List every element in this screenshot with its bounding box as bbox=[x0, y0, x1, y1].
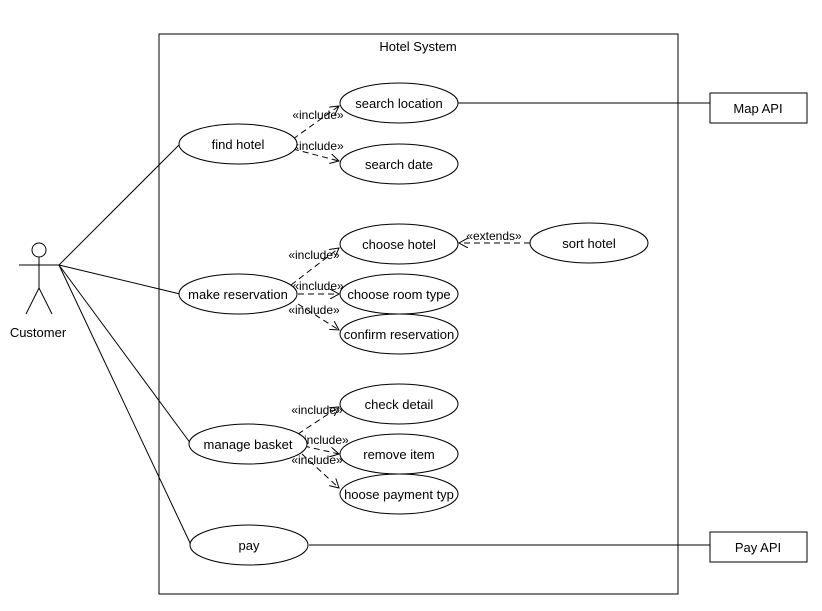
svg-text:Pay API: Pay API bbox=[735, 540, 781, 555]
include-label: «include» bbox=[292, 139, 344, 153]
include-make-reservation-choose-hotel bbox=[290, 248, 339, 286]
use-case-make-reservation[interactable]: make reservation bbox=[178, 273, 298, 315]
include-manage-basket-remove-item bbox=[303, 445, 339, 454]
assoc-customer-pay bbox=[58, 264, 192, 546]
svg-text:check detail: check detail bbox=[365, 397, 434, 412]
actor-pay-api[interactable]: Pay API bbox=[709, 531, 808, 563]
svg-text:search date: search date bbox=[365, 157, 433, 172]
include-label: «include» bbox=[297, 433, 349, 447]
use-case-choose-hotel[interactable]: choose hotel bbox=[339, 223, 459, 265]
use-case-check-detail[interactable]: check detail bbox=[339, 383, 459, 425]
actor-customer[interactable]: Customer bbox=[10, 242, 67, 340]
system-title: Hotel System bbox=[379, 39, 456, 54]
include-manage-basket-choose-payment-type bbox=[301, 453, 339, 488]
actor-map-api[interactable]: Map API bbox=[709, 92, 808, 124]
svg-text:pay: pay bbox=[239, 538, 260, 553]
extends-label: «extends» bbox=[466, 229, 522, 243]
svg-text:confirm reservation: confirm reservation bbox=[344, 327, 455, 342]
include-label: «include» bbox=[292, 279, 344, 293]
use-case-manage-basket[interactable]: manage basket bbox=[188, 423, 308, 465]
use-case-search-date[interactable]: search date bbox=[339, 143, 459, 185]
svg-text:find hotel: find hotel bbox=[212, 137, 265, 152]
customer-label: Customer bbox=[10, 325, 67, 340]
svg-text:manage basket: manage basket bbox=[204, 437, 293, 452]
use-case-choose-room-type[interactable]: choose room type bbox=[339, 273, 459, 315]
use-case-remove-item[interactable]: remove item bbox=[339, 433, 459, 475]
assoc-customer-find-hotel bbox=[58, 143, 181, 266]
use-case-confirm-reservation[interactable]: confirm reservation bbox=[339, 313, 459, 355]
svg-text:choose room type: choose room type bbox=[347, 287, 450, 302]
svg-text:remove item: remove item bbox=[363, 447, 435, 462]
use-case-sort-hotel[interactable]: sort hotel bbox=[529, 222, 649, 264]
include-manage-basket-check-detail bbox=[297, 407, 339, 435]
include-label: «include» bbox=[292, 108, 344, 122]
svg-text:Map API: Map API bbox=[733, 101, 782, 116]
svg-text:hoose payment typ: hoose payment typ bbox=[344, 487, 454, 502]
use-case-pay[interactable]: pay bbox=[189, 524, 309, 566]
svg-text:make reservation: make reservation bbox=[188, 287, 288, 302]
use-case-choose-payment-type[interactable]: hoose payment typ bbox=[339, 473, 459, 515]
include-label: «include» bbox=[288, 303, 340, 317]
stick-figure-icon bbox=[19, 242, 59, 315]
svg-text:choose hotel: choose hotel bbox=[362, 237, 436, 252]
use-case-find-hotel[interactable]: find hotel bbox=[178, 123, 298, 165]
svg-text:search location: search location bbox=[355, 96, 442, 111]
assoc-customer-manage-basket bbox=[58, 264, 192, 445]
include-find-hotel-search-date bbox=[292, 148, 339, 161]
use-case-search-location[interactable]: search location bbox=[339, 82, 459, 124]
include-make-reservation-confirm-reservation bbox=[297, 303, 339, 330]
include-label: «include» bbox=[291, 403, 343, 417]
include-label: «include» bbox=[291, 453, 343, 467]
assoc-customer-make-reservation bbox=[58, 264, 181, 295]
include-label: «include» bbox=[288, 248, 340, 262]
svg-text:sort hotel: sort hotel bbox=[562, 236, 616, 251]
